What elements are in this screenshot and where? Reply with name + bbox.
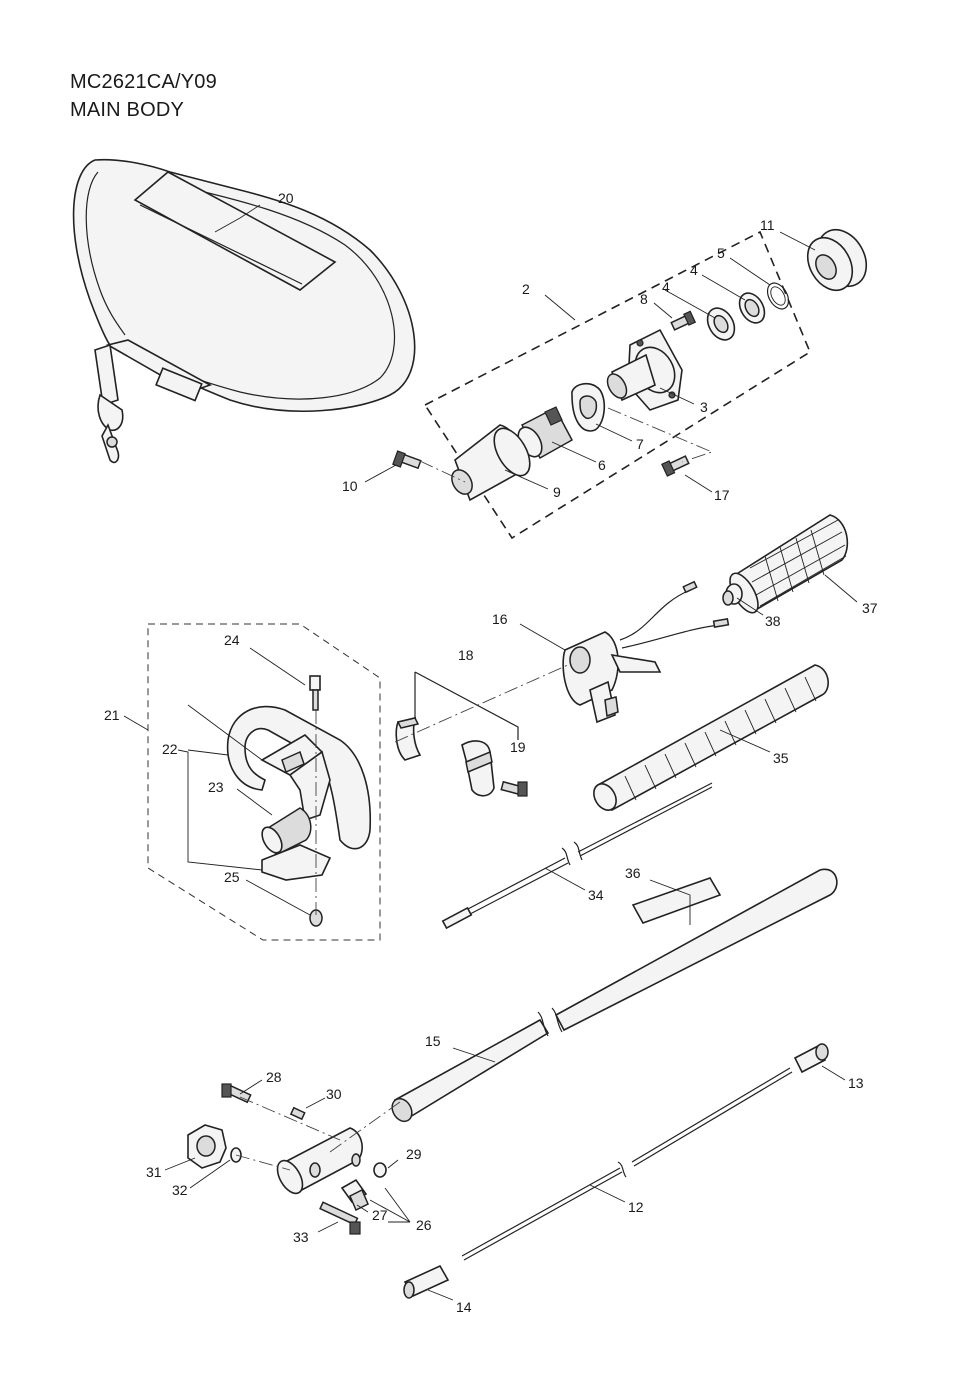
leader-lines xyxy=(123,204,858,1301)
lever-clamp-a xyxy=(395,716,422,761)
callout-24: 24 xyxy=(224,632,240,648)
callout-32: 32 xyxy=(172,1182,188,1198)
inner-rod xyxy=(461,1067,793,1261)
bolt-8 xyxy=(670,310,697,331)
callout-27: 27 xyxy=(372,1207,388,1223)
callout-37: 37 xyxy=(862,600,878,616)
flex-hose xyxy=(593,664,829,812)
callout-12: 12 xyxy=(628,1199,644,1215)
callout-33: 33 xyxy=(293,1229,309,1245)
bolt-10 xyxy=(392,450,422,470)
callout-4b: 4 xyxy=(690,262,698,278)
bolt-17 xyxy=(661,455,690,477)
callout-35: 35 xyxy=(773,750,789,766)
callout-29: 29 xyxy=(406,1146,422,1162)
cone-housing xyxy=(451,424,531,502)
callout-36: 36 xyxy=(625,865,641,881)
callout-25: 25 xyxy=(224,869,240,885)
callout-6: 6 xyxy=(598,457,606,473)
callout-19: 19 xyxy=(510,739,526,755)
callout-20: 20 xyxy=(278,190,294,206)
title-block: MC2621CA/Y09 MAIN BODY xyxy=(70,68,217,124)
rod-nipple xyxy=(793,1043,829,1074)
model-number: MC2621CA/Y09 xyxy=(70,71,217,93)
shaft-clamp xyxy=(276,1127,363,1195)
clamp-screw-30 xyxy=(289,1106,306,1121)
handle-assembly-outline xyxy=(147,623,381,941)
section-title: MAIN BODY xyxy=(70,99,185,121)
callout-30: 30 xyxy=(326,1086,342,1102)
rear-grip xyxy=(729,514,849,614)
warning-label xyxy=(631,877,722,924)
handle-clamp xyxy=(261,844,332,927)
callout-34: 34 xyxy=(588,887,604,903)
callout-3: 3 xyxy=(700,399,708,415)
callout-17: 17 xyxy=(714,487,730,503)
callout-5: 5 xyxy=(717,245,725,261)
wire-nut xyxy=(722,583,743,606)
clamp-nut-29 xyxy=(373,1162,387,1178)
clamp-bolt-27 xyxy=(340,1178,369,1212)
shoulder-harness xyxy=(72,158,416,464)
callout-13: 13 xyxy=(848,1075,864,1091)
callout-14: 14 xyxy=(456,1299,472,1315)
callout-2: 2 xyxy=(522,281,530,297)
callout-23: 23 xyxy=(208,779,224,795)
throttle-wires xyxy=(619,580,730,649)
clamp-bolt-33 xyxy=(319,1201,361,1235)
callout-16: 16 xyxy=(492,611,508,627)
clamp-bolt-28 xyxy=(221,1083,252,1104)
loop-handle xyxy=(226,705,372,850)
handle-foam xyxy=(261,807,312,857)
throttle-housing xyxy=(562,631,662,724)
bearing-outer xyxy=(738,292,766,324)
bearing-inner xyxy=(706,307,736,341)
clamp-knob xyxy=(187,1124,227,1169)
callout-28: 28 xyxy=(266,1069,282,1085)
callout-9: 9 xyxy=(553,484,561,500)
callout-7: 7 xyxy=(636,436,644,452)
callout-10: 10 xyxy=(342,478,358,494)
callout-26: 26 xyxy=(416,1217,432,1233)
callout-11: 11 xyxy=(760,217,775,233)
callout-38: 38 xyxy=(765,613,781,629)
callout-labels: 2 3 4 4 5 6 7 8 9 10 11 12 13 14 15 16 1… xyxy=(104,190,878,1315)
drive-shaft xyxy=(441,782,713,930)
shaft-tube xyxy=(391,868,838,1123)
callout-8: 8 xyxy=(640,291,648,307)
lever-clamp-b xyxy=(461,740,495,797)
handle-bolt xyxy=(309,675,321,711)
callout-22: 22 xyxy=(162,741,178,757)
clutch-case xyxy=(606,328,683,411)
callout-4a: 4 xyxy=(662,279,670,295)
callout-15: 15 xyxy=(425,1033,441,1049)
gasket-plate xyxy=(571,382,606,432)
clutch-drum xyxy=(806,228,868,292)
circlip xyxy=(766,282,790,310)
callout-31: 31 xyxy=(146,1164,162,1180)
callout-21: 21 xyxy=(104,707,120,723)
clamp-bolt xyxy=(500,780,528,797)
callout-18: 18 xyxy=(458,647,474,663)
rod-sleeve xyxy=(403,1264,450,1299)
